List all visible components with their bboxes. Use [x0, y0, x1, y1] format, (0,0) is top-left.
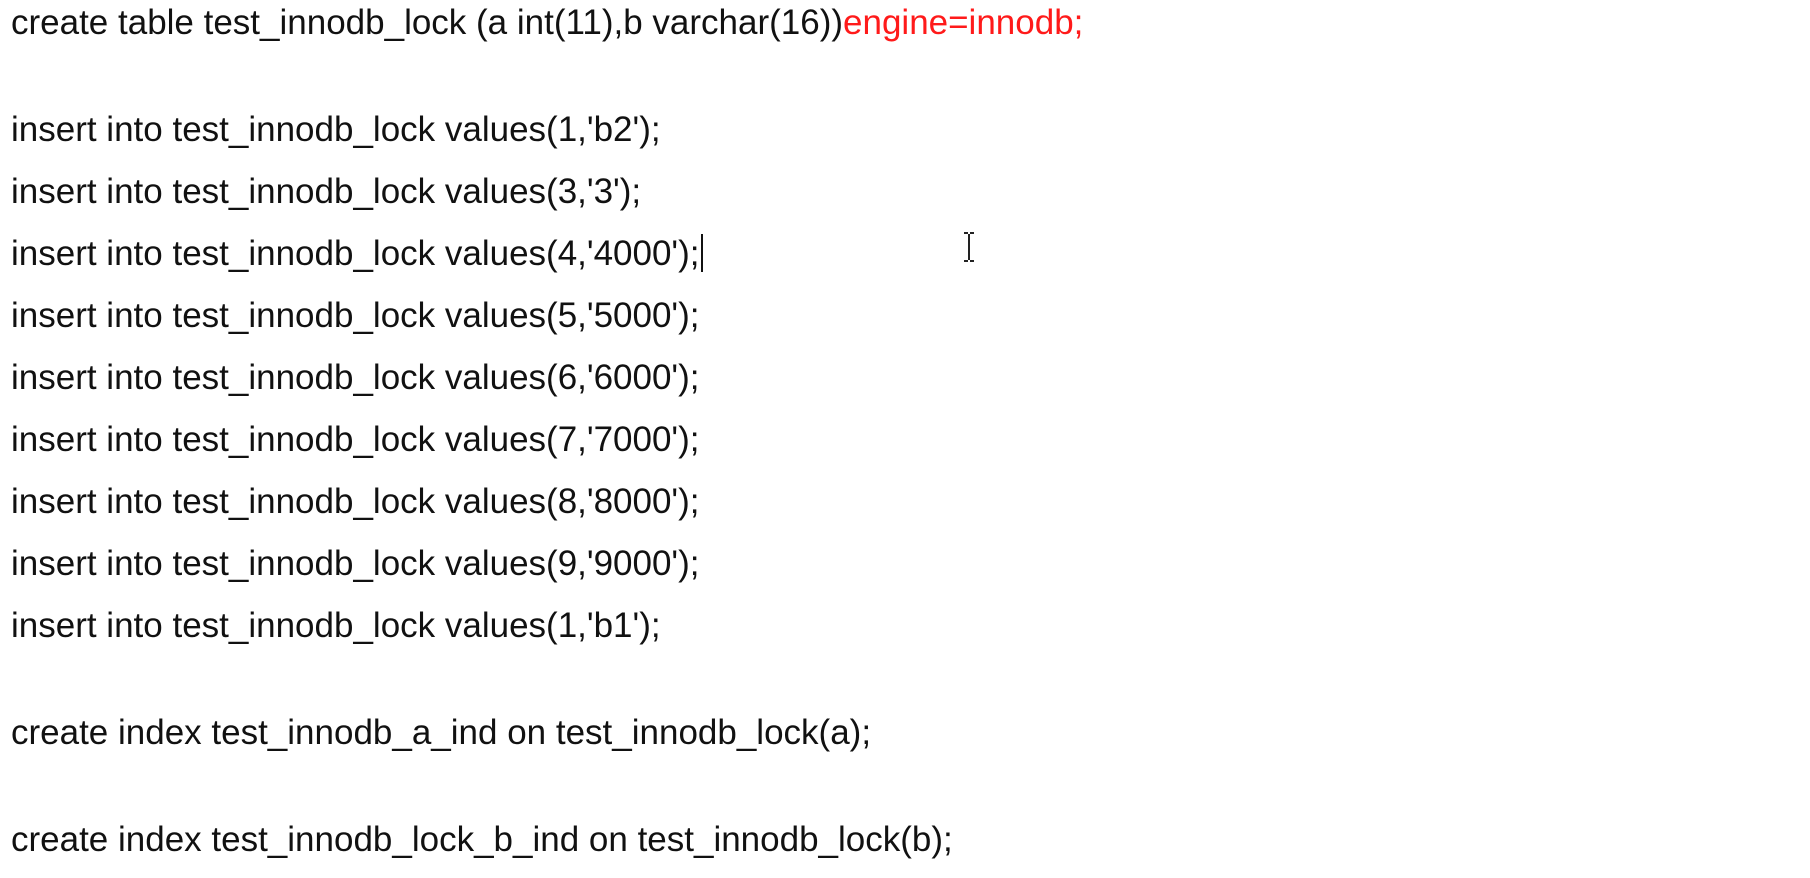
create-index-b-line: create index test_innodb_lock_b_ind on t… — [11, 820, 953, 859]
insert-line-5: insert into test_innodb_lock values(6,'6… — [11, 358, 700, 397]
insert-line-8: insert into test_innodb_lock values(9,'9… — [11, 544, 700, 583]
insert-line-7: insert into test_innodb_lock values(8,'8… — [11, 482, 700, 521]
create-table-text: create table test_innodb_lock (a int(11)… — [11, 3, 844, 42]
engine-clause: engine=innodb; — [843, 3, 1084, 42]
create-table-line: create table test_innodb_lock (a int(11)… — [11, 3, 1083, 43]
insert-line-3: insert into test_innodb_lock values(4,'4… — [11, 234, 703, 274]
insert-line-9: insert into test_innodb_lock values(1,'b… — [11, 606, 661, 645]
insert-line-1: insert into test_innodb_lock values(1,'b… — [11, 110, 661, 149]
insert-line-3-text: insert into test_innodb_lock values(4,'4… — [11, 234, 700, 273]
insert-line-2: insert into test_innodb_lock values(3,'3… — [11, 172, 642, 211]
insert-line-6: insert into test_innodb_lock values(7,'7… — [11, 420, 700, 459]
text-caret — [700, 234, 703, 272]
create-index-a-line: create index test_innodb_a_ind on test_i… — [11, 713, 872, 752]
insert-line-4: insert into test_innodb_lock values(5,'5… — [11, 296, 700, 335]
text-cursor-ibeam-icon — [964, 232, 974, 262]
